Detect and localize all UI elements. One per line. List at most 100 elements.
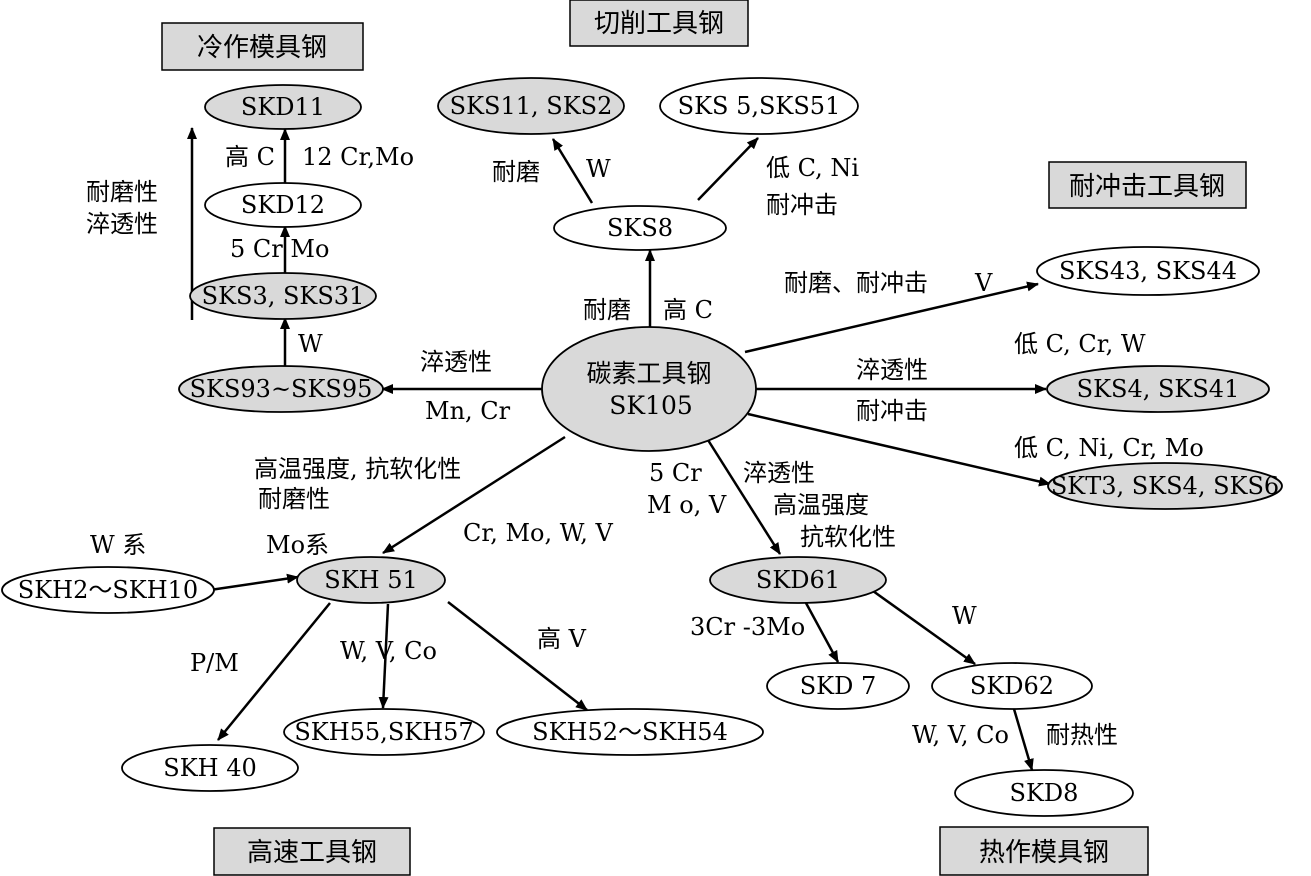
label-hardenability: 淬透性: [86, 210, 158, 238]
label-mo-series: Mo系: [266, 531, 329, 559]
category-cold-die: 冷作模具钢: [161, 22, 364, 71]
arrow-skd61-skd62: [872, 589, 976, 666]
category-hot-die-label: 热作模具钢: [979, 838, 1109, 868]
label-wear-sks8: 耐磨: [492, 158, 540, 186]
node-sks5-label: SKS 5,SKS51: [678, 92, 841, 120]
node-skd8-label: SKD8: [1010, 779, 1079, 807]
arrow-skh51-skh55: [378, 603, 390, 709]
node-skd8: [954, 769, 1134, 817]
node-sks11: [437, 77, 625, 135]
category-high-speed-label: 高速工具钢: [247, 838, 377, 868]
label-w-sks8: W: [586, 155, 611, 183]
category-high-speed: 高速工具钢: [213, 827, 411, 876]
label-cr5: 5 Cr: [649, 459, 702, 487]
label-hs-line2: 耐磨性: [258, 485, 330, 513]
label-low-c-cr-w: 低 C, Cr, W: [1014, 330, 1146, 358]
label-high-c-center: 高 C: [663, 296, 713, 324]
node-skh2-label: SKH2～SKH10: [18, 576, 198, 604]
arrow-skh51-skh52: [447, 601, 588, 711]
node-sks43: [1036, 246, 1260, 296]
arrow-center-sks43: [744, 281, 1039, 354]
label-w-series: W 系: [90, 531, 146, 559]
label-w-v-co-hot: W, V, Co: [912, 721, 1009, 749]
node-skh40-label: SKH 40: [163, 754, 256, 782]
label-low-c-ni: 低 C, Ni: [766, 154, 859, 182]
label-w-v-co: W, V, Co: [340, 637, 437, 665]
node-skt3-label: SKT3, SKS4, SKS6: [1051, 472, 1279, 500]
node-skd62: [931, 662, 1093, 710]
category-cutting: 切削工具钢: [569, 0, 749, 47]
label-cr3-mo3: 3Cr -3Mo: [690, 613, 805, 641]
label-mn-cr: Mn, Cr: [425, 397, 511, 425]
arrow-skd62-skd8: [1012, 708, 1034, 771]
arrow-skh51-skh40: [217, 602, 331, 741]
node-sks43-label: SKS43, SKS44: [1059, 257, 1237, 285]
node-center: [541, 326, 757, 452]
node-skd12: [204, 182, 362, 228]
label-hs-line1: 高温强度, 抗软化性: [254, 455, 461, 483]
arrow-center-skh51: [382, 435, 566, 555]
label-wear-center: 耐磨: [583, 296, 631, 324]
label-hardenability-right: 淬透性: [856, 356, 928, 384]
label-cr5-mo: 5 Cr Mo: [230, 235, 329, 263]
label-pm: P/M: [190, 649, 239, 677]
node-skh52: [496, 708, 764, 756]
label-w-hot: W: [952, 602, 977, 630]
label-high-v: 高 V: [537, 625, 587, 653]
arrow-center-skt3: [747, 412, 1051, 487]
label-wear-resist: 耐磨性: [86, 178, 158, 206]
node-sks3-label: SKS3, SKS31: [202, 282, 365, 310]
node-skd7: [766, 662, 910, 710]
node-skh51: [296, 556, 446, 604]
category-impact-label: 耐冲击工具钢: [1069, 172, 1225, 202]
category-impact: 耐冲击工具钢: [1048, 161, 1247, 209]
node-skd11-label: SKD11: [241, 93, 325, 121]
label-mo-v: M o, V: [647, 491, 727, 519]
node-skd12-label: SKD12: [241, 191, 325, 219]
label-high-c: 高 C: [225, 143, 275, 171]
node-sks8-label: SKS8: [607, 214, 673, 242]
label-w-cold: W: [298, 330, 323, 358]
arrow-center-skd61: [706, 439, 782, 555]
node-sks4-label: SKS4, SKS41: [1077, 375, 1240, 403]
label-cr12-mo: 12 Cr,Mo: [302, 143, 414, 171]
category-cold-die-label: 冷作模具钢: [197, 33, 327, 63]
node-skh55-label: SKH55,SKH57: [294, 718, 473, 746]
node-skh51-label: SKH 51: [324, 566, 417, 594]
node-center-line1: 碳素工具钢: [586, 359, 711, 388]
category-cutting-label: 切削工具钢: [594, 9, 724, 39]
label-hot-line2: 高温强度: [773, 491, 869, 519]
arrow-sks8-sks11: [551, 138, 594, 204]
label-impact-resist: 耐冲击: [766, 191, 838, 219]
node-skd7-label: SKD 7: [800, 672, 877, 700]
node-skd11: [204, 84, 362, 130]
node-skd62-label: SKD62: [970, 672, 1054, 700]
label-hot-line3: 抗软化性: [800, 523, 896, 551]
node-sks5: [659, 77, 859, 135]
arrow-sks8-sks5: [697, 137, 759, 201]
node-skh40: [121, 744, 299, 792]
node-skh2: [1, 566, 215, 614]
arrow-skd61-skd7: [804, 602, 840, 663]
node-sks93-label: SKS93~SKS95: [190, 375, 373, 403]
category-hot-die: 热作模具钢: [939, 826, 1149, 876]
label-hot-line1: 淬透性: [743, 459, 815, 487]
label-wear-impact: 耐磨、耐冲击: [784, 269, 928, 297]
node-sks8: [553, 205, 727, 251]
node-skd61-label: SKD61: [756, 566, 840, 594]
label-v-right: V: [974, 269, 993, 297]
node-sks4: [1046, 365, 1270, 413]
label-low-c-ni-cr-mo: 低 C, Ni, Cr, Mo: [1014, 434, 1204, 462]
node-skh52-label: SKH52～SKH54: [532, 718, 728, 746]
arrow-skh2-skh51: [209, 573, 299, 592]
node-skt3: [1047, 462, 1283, 510]
label-impact-right: 耐冲击: [856, 397, 928, 425]
label-cr-mo-w-v: Cr, Mo, W, V: [463, 519, 613, 547]
node-sks93: [178, 365, 384, 413]
label-heat-resist: 耐热性: [1046, 721, 1118, 749]
node-skd61: [709, 556, 887, 604]
node-sks3: [189, 272, 377, 320]
node-center-line2: SK105: [609, 391, 693, 420]
